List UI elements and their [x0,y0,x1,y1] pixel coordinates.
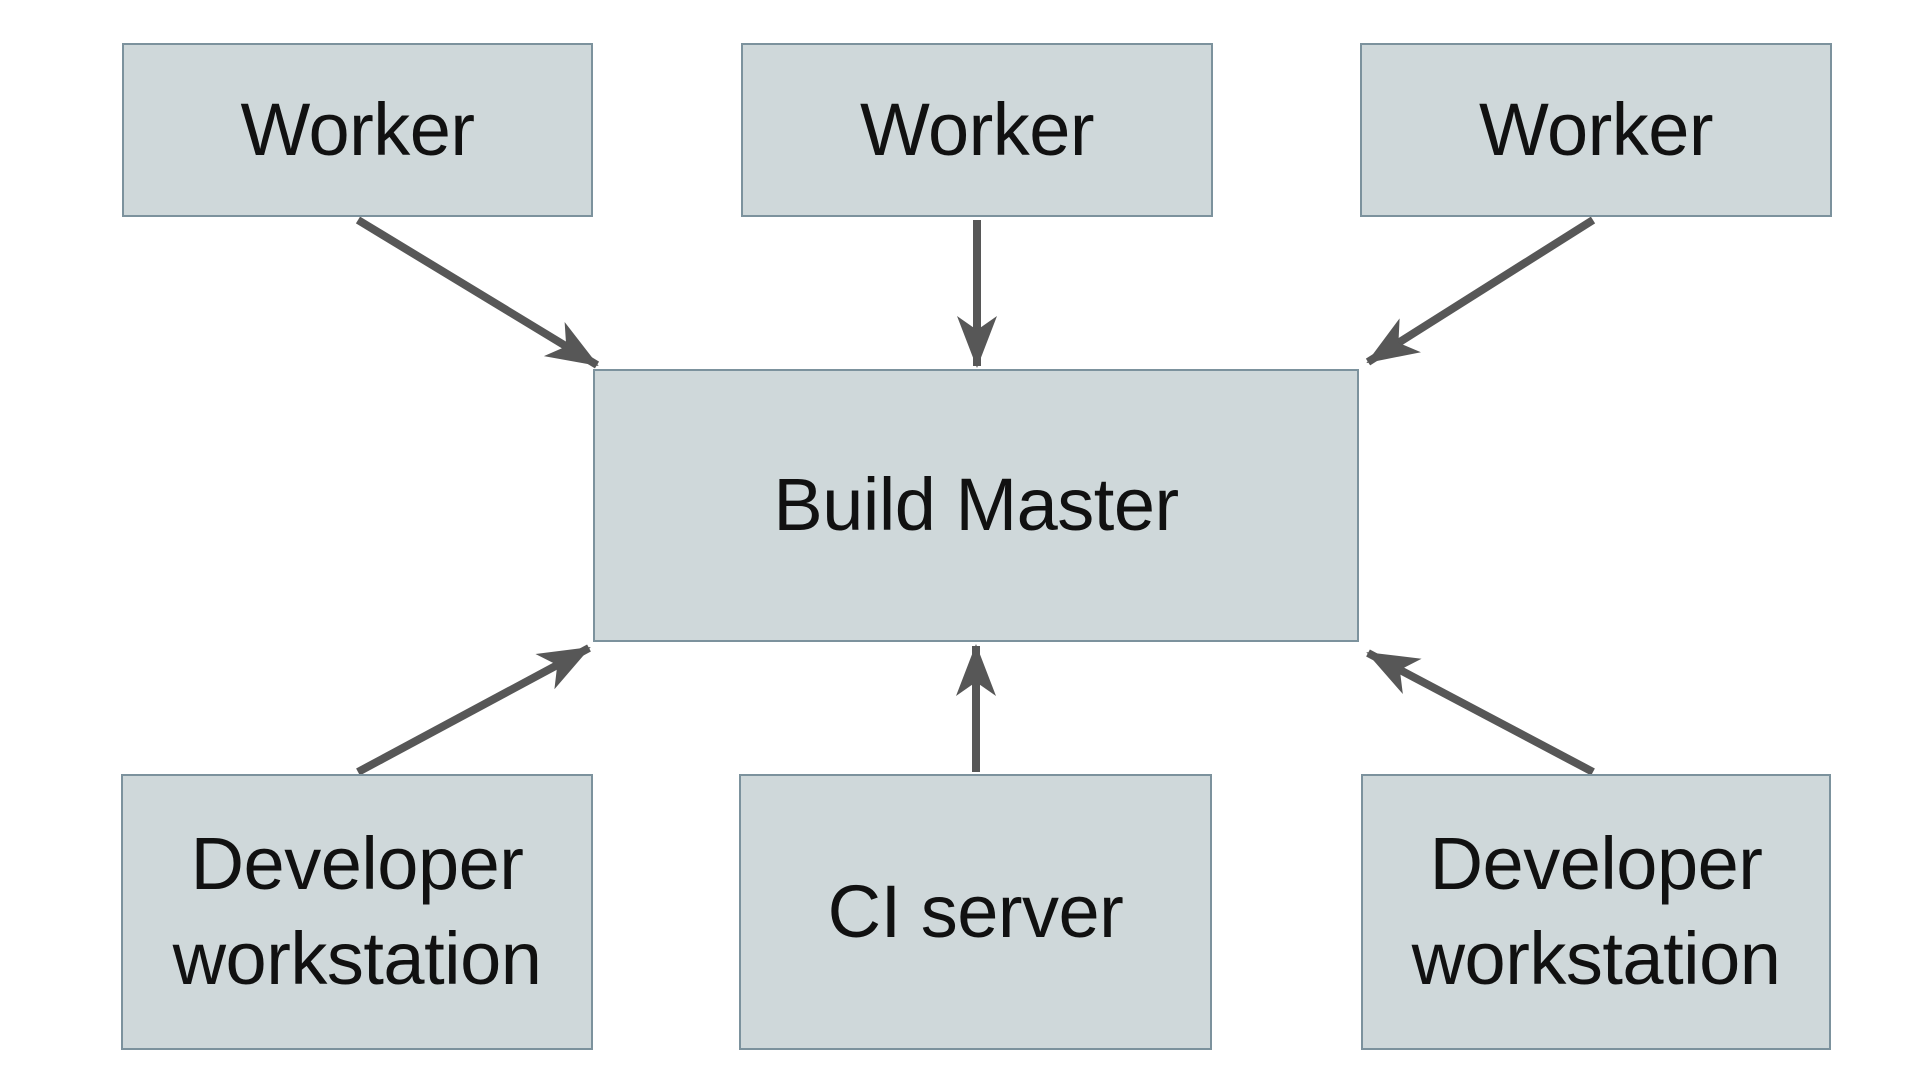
node-ci-server-label: CI server [827,869,1124,953]
node-developer-workstation-2-label: Developer workstation [1411,822,1781,1000]
node-developer-workstation-2: Developer workstation [1361,774,1831,1050]
arrow-dev-ws1-to-build-master [356,644,591,776]
node-worker-2: Worker [741,43,1213,217]
node-worker-1: Worker [122,43,593,217]
node-worker-2-label: Worker [859,87,1095,171]
arrow-dev-ws2-to-build-master [1366,649,1595,776]
node-worker-3: Worker [1360,43,1832,217]
arrow-worker1-to-build-master [355,216,600,369]
node-build-master: Build Master [593,369,1359,642]
node-developer-workstation-1-label: Developer workstation [172,822,542,1000]
node-developer-workstation-1: Developer workstation [121,774,593,1050]
node-ci-server: CI server [739,774,1212,1050]
node-worker-1-label: Worker [240,87,475,171]
node-worker-3-label: Worker [1478,87,1714,171]
node-build-master-label: Build Master [773,463,1179,547]
arrow-worker3-to-build-master [1365,216,1596,366]
